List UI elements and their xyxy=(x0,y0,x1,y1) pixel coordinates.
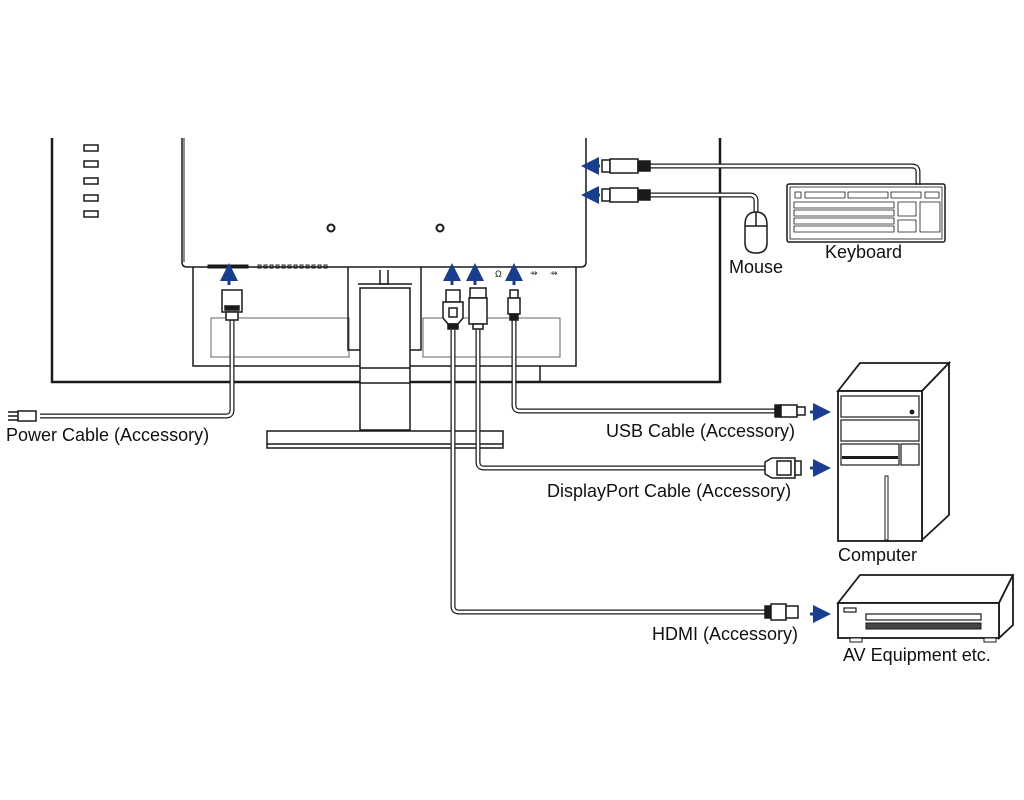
hdmi-connector-av-icon xyxy=(764,603,799,621)
power-cable-label: Power Cable (Accessory) xyxy=(6,425,210,445)
mouse-label: Mouse xyxy=(729,257,784,277)
power-plug-end-icon xyxy=(8,410,37,422)
side-buttons xyxy=(83,144,99,218)
usb-port-icon: ⇸ xyxy=(530,268,538,278)
usb-connector-pc-icon xyxy=(774,404,806,418)
displayport-connector-icon xyxy=(468,287,488,330)
keyboard-label: Keyboard xyxy=(825,242,903,262)
connectors xyxy=(8,158,806,621)
arrows xyxy=(220,157,831,623)
mouse-icon xyxy=(744,211,768,254)
usb-a-keyboard-icon xyxy=(601,158,651,174)
cables xyxy=(40,163,921,615)
usb-port-icon: ⇸ xyxy=(550,268,558,278)
headphone-port-icon: Ω xyxy=(495,269,502,279)
av-equipment-icon xyxy=(836,574,1015,643)
dp-connector-pc-icon xyxy=(764,457,802,479)
usb-b-connector-icon xyxy=(507,289,521,321)
computer-label: Computer xyxy=(838,545,918,565)
keyboard-icon xyxy=(786,183,946,243)
hdmi-connector-icon xyxy=(442,289,464,330)
computer-icon xyxy=(836,360,952,543)
usb-cable-label: USB Cable (Accessory) xyxy=(606,421,796,441)
stand xyxy=(266,267,504,449)
hdmi-cable-label: HDMI (Accessory) xyxy=(652,624,799,644)
usb-a-mouse-icon xyxy=(601,187,651,203)
displayport-cable-label: DisplayPort Cable (Accessory) xyxy=(547,481,792,501)
power-plug-icon xyxy=(221,289,243,321)
av-equipment-label: AV Equipment etc. xyxy=(843,645,991,665)
